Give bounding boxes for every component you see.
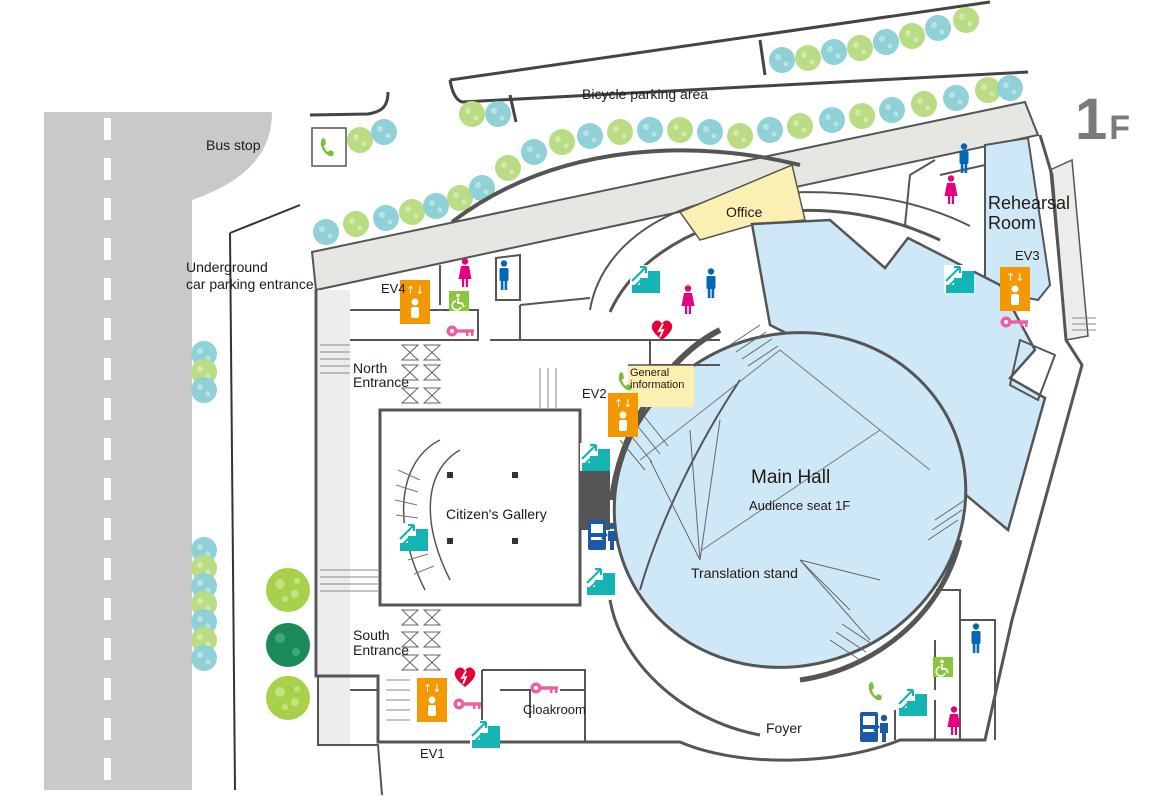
- floor-indicator: 1F: [1075, 86, 1130, 153]
- tree-icon: [266, 568, 310, 612]
- floor-number: 1: [1075, 87, 1108, 152]
- ev1-label: EV1: [420, 746, 445, 761]
- accessible-restroom-icon: [932, 656, 954, 678]
- stairs-icon: [468, 718, 502, 750]
- telephone-icon: [868, 682, 882, 701]
- vending-machine-icon: [586, 518, 618, 552]
- locker-key-icon: [530, 682, 558, 694]
- elevator-icon[interactable]: [417, 678, 447, 722]
- vending-machine-icon: [858, 710, 890, 744]
- aed-icon: [650, 319, 674, 341]
- locker-key-icon: [453, 698, 481, 710]
- aed-icon: [453, 666, 477, 688]
- bus-stop-label: Bus stop: [206, 137, 261, 153]
- ev4-label: EV4: [381, 281, 406, 296]
- floor-suffix: F: [1109, 109, 1131, 147]
- rehearsal-room-label-2: Room: [988, 213, 1037, 233]
- ev3-label: EV3: [1015, 248, 1040, 263]
- underground-parking-label-2: car parking entrance: [186, 276, 314, 292]
- road: [44, 112, 272, 790]
- tree-icon: [266, 676, 310, 720]
- stairs-icon: [942, 263, 976, 295]
- stairs-icon: [895, 686, 929, 718]
- stairs-icon: [578, 441, 612, 473]
- female-restroom-icon: [681, 285, 695, 314]
- female-restroom-icon: [458, 258, 472, 287]
- locker-key-icon: [446, 325, 474, 337]
- audience-seat-label: Audience seat 1F: [749, 498, 851, 513]
- bicycle-parking-label: Bicycle parking area: [582, 86, 709, 102]
- cloakroom-label: Cloakroom: [523, 702, 586, 717]
- lane-markings: [104, 118, 111, 780]
- office-label: Office: [726, 204, 763, 220]
- ev2-label: EV2: [582, 386, 607, 401]
- accessible-restroom-icon: [448, 290, 470, 312]
- main-hall-label: Main Hall: [751, 467, 831, 488]
- stairs-icon: [583, 565, 617, 597]
- female-restroom-icon: [947, 706, 961, 735]
- foyer-label: Foyer: [766, 720, 802, 736]
- male-restroom-icon: [499, 260, 509, 290]
- rehearsal-room-label-1: Rehearsal: [988, 193, 1071, 213]
- stairs-icon: [396, 521, 430, 553]
- elevator-icon[interactable]: [608, 393, 638, 437]
- south-entrance-label-1: South: [353, 627, 390, 643]
- translation-stand-label: Translation stand: [691, 565, 798, 581]
- female-restroom-icon: [944, 175, 958, 204]
- general-information-label-2: information: [630, 379, 685, 391]
- stairs-icon: [628, 263, 662, 295]
- south-entrance-label-2: Entrance: [353, 642, 410, 658]
- north-entrance-label-1: North: [353, 360, 388, 376]
- tree-icon: [266, 623, 310, 667]
- underground-parking-label-1: Underground: [186, 259, 268, 275]
- citizens-gallery-label: Citizen's Gallery: [446, 506, 547, 522]
- male-restroom-icon: [971, 623, 981, 653]
- male-restroom-icon: [706, 268, 716, 298]
- elevator-icon[interactable]: [1000, 267, 1030, 311]
- general-information-label-1: General: [630, 367, 670, 379]
- north-entrance-label-2: Entrance: [353, 374, 410, 390]
